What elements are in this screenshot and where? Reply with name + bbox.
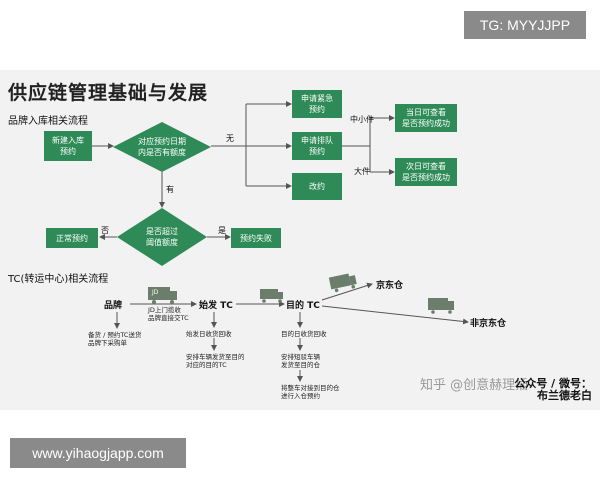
box-urgent-booking: 申请紧急 预约: [292, 90, 342, 118]
note-dispatch-ship: 安排车辆发货至目的 对应的目的TC: [186, 353, 245, 369]
arrow-dest-to-jd: [321, 282, 373, 301]
diamond-threshold-label: 是否超过 阈值额度: [146, 227, 178, 247]
label-large: 大件: [354, 167, 370, 176]
node-destination-tc: 目的 TC: [286, 301, 320, 311]
note-dest-receive: 目的日收货回收: [281, 330, 327, 338]
node-brand: 品牌: [104, 301, 123, 311]
label-small-medium: 中小件: [350, 115, 374, 124]
node-jd-warehouse: 京东仓: [376, 281, 404, 291]
note-dest-shuttle: 安排短驳车辆 发货至目的仓: [281, 353, 320, 369]
section-title-inbound: 品牌入库相关流程: [8, 116, 88, 127]
truck-icon-pickup: [148, 287, 177, 304]
footer-account: 公众号 / 微号： 布兰德老白: [514, 377, 592, 402]
label-no: 否: [101, 226, 109, 235]
diamond-threshold-check: 是否超过 阈值额度: [117, 208, 207, 266]
arrow-dest-to-nonjd: [321, 305, 469, 325]
zhihu-watermark: 知乎 @创意赫理插: [420, 378, 529, 393]
node-non-jd-warehouse: 非京东仓: [470, 319, 507, 329]
truck-icon-transfer: [260, 289, 283, 303]
page-title: 供应链管理基础与发展: [8, 82, 209, 104]
box-change-booking: 改约: [292, 173, 342, 200]
note-dispatch-receive: 始发日收货回收: [186, 330, 232, 338]
box-sameday-check: 当日可查看 是否预约成功: [395, 104, 457, 132]
note-brand-steps: 备货 / 预约TC送货 品牌下采购单: [88, 331, 142, 347]
label-none: 无: [226, 134, 234, 143]
section-title-tc: TC(转运中心)相关流程: [8, 274, 109, 285]
box-new-inbound: 新建入库 预约: [44, 131, 92, 161]
truck-icon-jd: [328, 273, 357, 293]
label-yes: 是: [218, 226, 226, 235]
box-nextday-check: 次日可查看 是否预约成功: [395, 158, 457, 186]
diamond-quota-check-label: 对应预约日期 内是否有额度: [138, 137, 186, 157]
bottom-url-badge: www.yihaogjapp.com: [10, 438, 186, 468]
note-pickup: JD上门揽收 品牌直接交TC: [148, 306, 189, 322]
truck-icon-nonjd: [428, 298, 454, 314]
top-watermark-badge: TG: MYYJJPP: [464, 11, 586, 39]
diamond-quota-check: 对应预约日期 内是否有额度: [113, 122, 211, 172]
node-dispatch-tc: 始发 TC: [199, 301, 233, 311]
diagram-panel: [0, 70, 600, 410]
truck-jd-label: JD: [152, 289, 159, 296]
note-dest-booking: 将整车对接到目的仓 进行入仓预约: [281, 384, 340, 400]
box-queue-booking: 申请排队 预约: [292, 132, 342, 160]
box-normal-booking: 正常预约: [46, 228, 98, 248]
label-have: 有: [166, 185, 174, 194]
box-booking-failed: 预约失败: [231, 228, 281, 248]
